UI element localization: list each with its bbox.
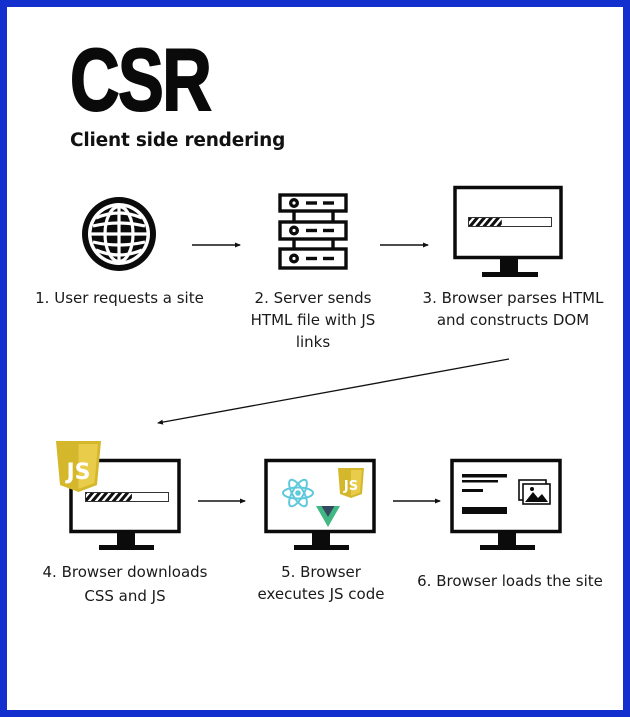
step-4-line-1: 4. Browser downloads — [42, 563, 208, 581]
monitor-loading-js-icon: JS — [56, 441, 181, 550]
image-icon — [518, 479, 551, 505]
js-badge-text: JS — [64, 460, 90, 485]
progress-bar — [468, 217, 552, 227]
step-4-line-2: CSS and JS — [84, 587, 166, 605]
globe-icon — [82, 197, 156, 271]
step-4-label: 4. Browser downloads CSS and JS — [25, 560, 225, 608]
monitor-frameworks-icon: JS — [264, 458, 376, 550]
step-6-label: 6. Browser loads the site — [405, 570, 615, 592]
js-badge-icon: JS — [56, 441, 101, 492]
step-2-line-3: links — [295, 333, 331, 351]
page-subtitle: Client side rendering — [70, 130, 286, 151]
text-lines-icon — [462, 474, 507, 514]
step-2-line-2: HTML file with JS — [250, 311, 376, 329]
progress-bar — [85, 492, 169, 502]
js-logo-text: JS — [343, 479, 358, 494]
step-1-label: 1. User requests a site — [22, 287, 217, 309]
js-logo-icon: JS — [338, 468, 364, 498]
monitor-site-icon — [450, 458, 562, 550]
step-3-line-1: 3. Browser parses HTML — [422, 289, 604, 307]
vue-logo-icon — [316, 506, 340, 527]
arrow-step3-to-step4 — [157, 358, 510, 425]
step-5-label: 5. Browser executes JS code — [236, 561, 406, 605]
react-logo-icon — [282, 478, 314, 508]
page-title: CSR — [69, 30, 212, 129]
server-icon — [278, 193, 348, 270]
step-2-label: 2. Server sends HTML file with JS links — [228, 287, 398, 353]
monitor-loading-icon — [453, 185, 563, 277]
step-3-label: 3. Browser parses HTML and constructs DO… — [408, 287, 618, 331]
step-2-line-1: 2. Server sends — [254, 289, 372, 307]
step-5-line-2: executes JS code — [257, 585, 385, 603]
step-5-line-1: 5. Browser — [281, 563, 361, 581]
step-1-line-1: 1. User requests a site — [35, 289, 204, 307]
step-6-line-1: 6. Browser loads the site — [417, 572, 603, 590]
step-3-line-2: and constructs DOM — [436, 311, 590, 329]
